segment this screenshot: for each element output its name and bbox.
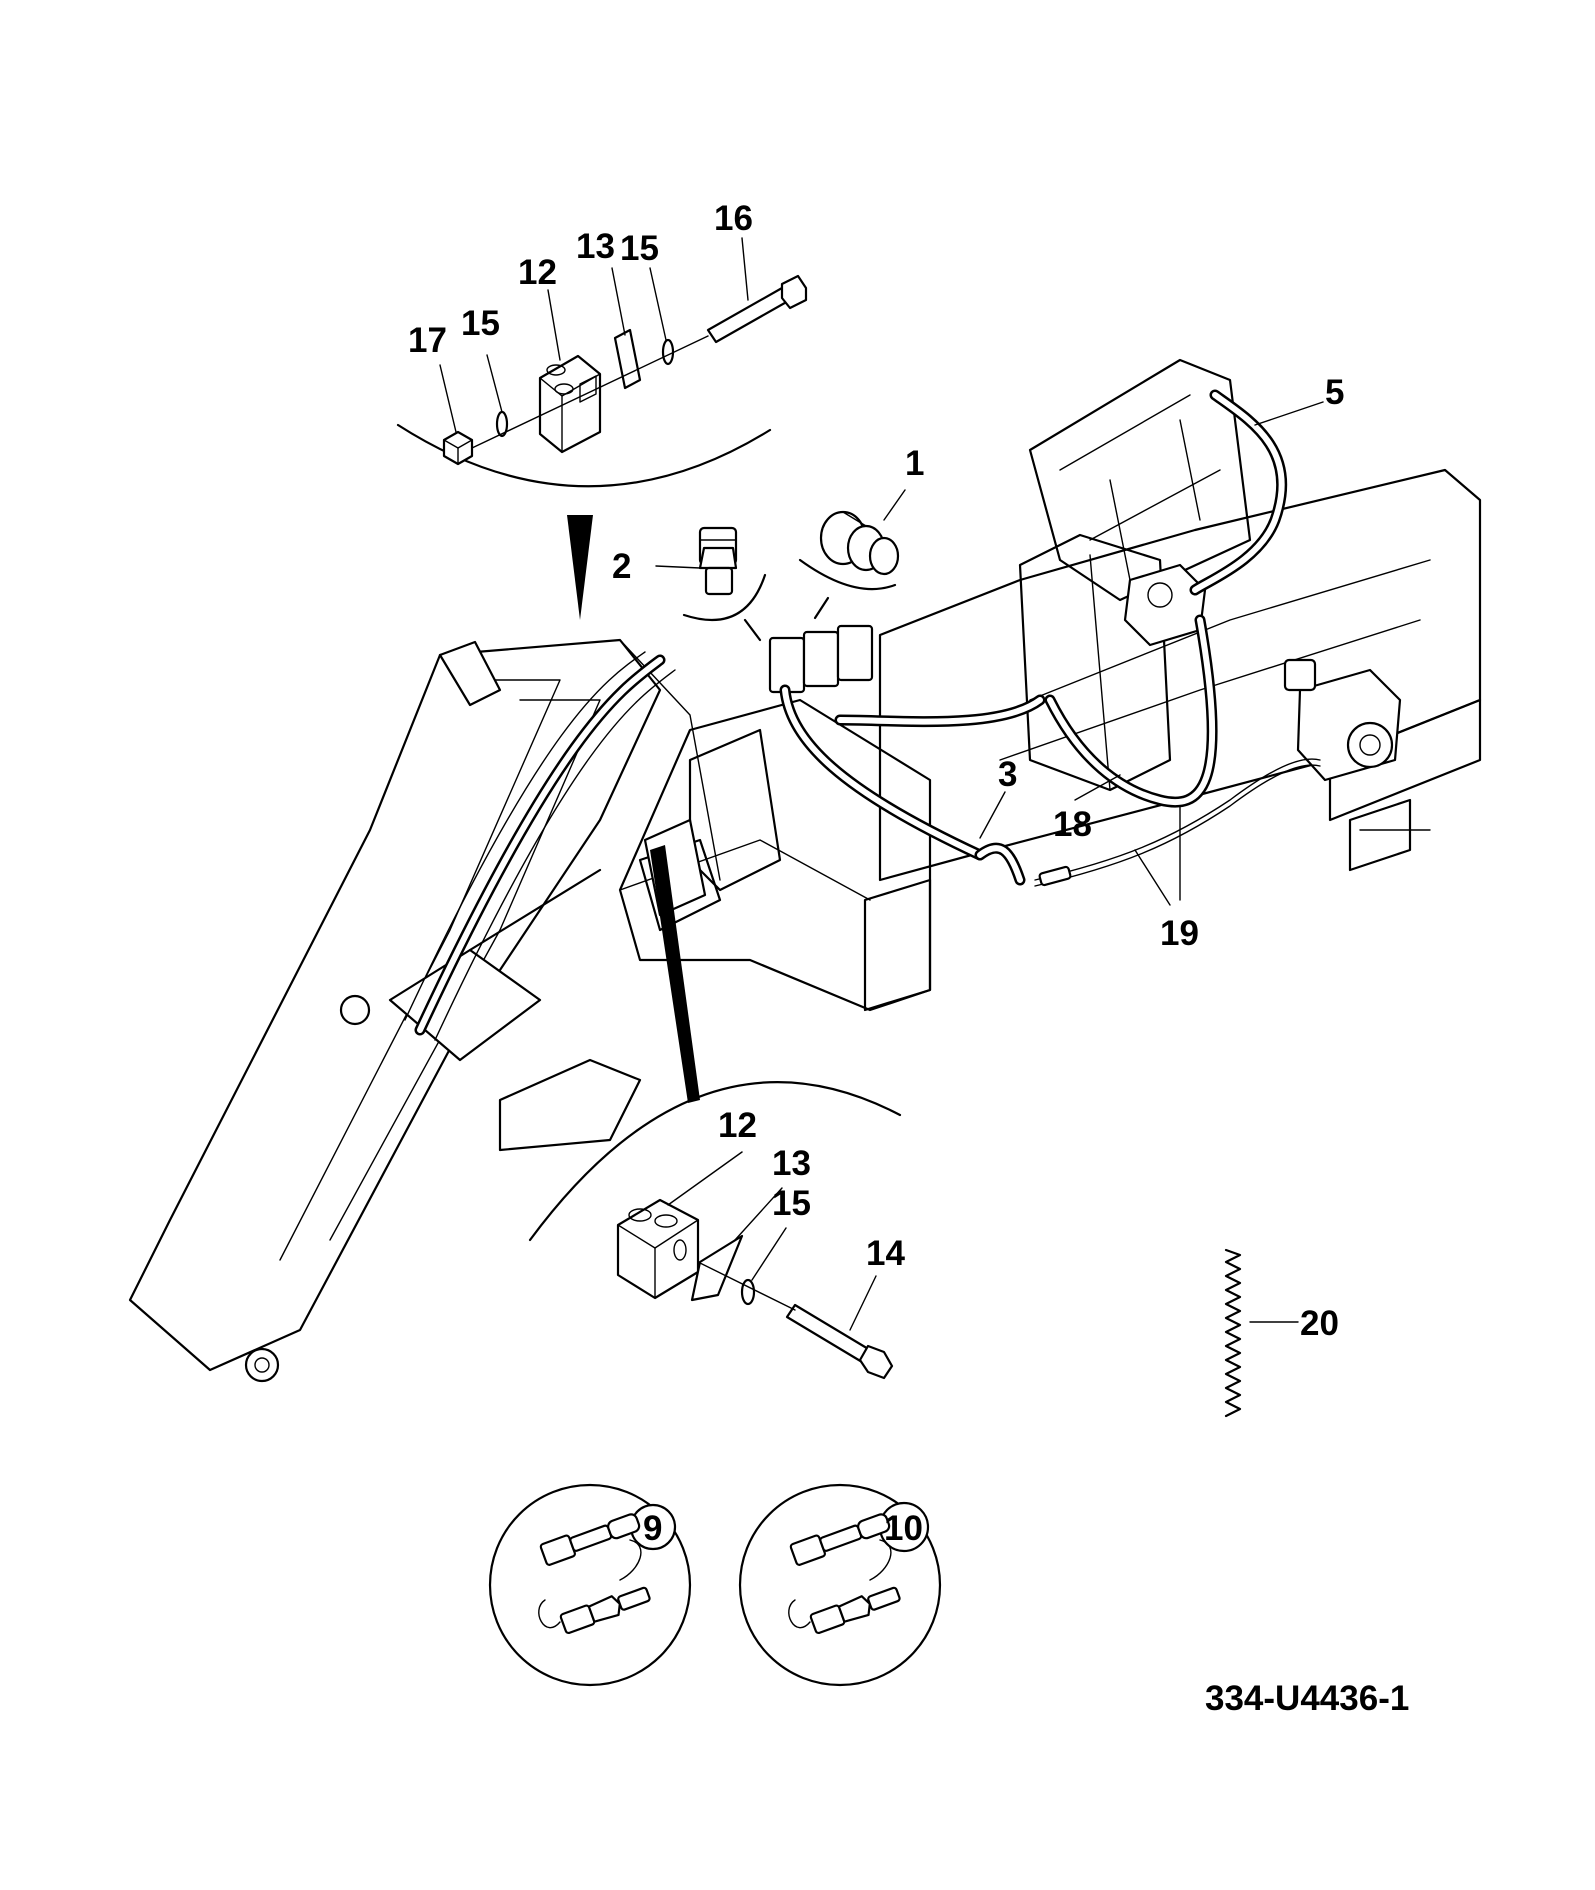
callout-18: 18 xyxy=(1053,805,1092,844)
work-light-left xyxy=(438,640,502,707)
spring-20 xyxy=(1224,1248,1299,1418)
bottom-detail-view xyxy=(528,845,902,1380)
callout-labels: 1 2 3 5 9 10 12 13 15 15 16 17 12 13 15 … xyxy=(408,199,1344,1548)
hose-19 xyxy=(1034,758,1321,881)
callout-15-top-left: 15 xyxy=(461,304,500,343)
callout-16: 16 xyxy=(714,199,753,238)
hoses xyxy=(779,389,1321,887)
drawing-reference: 334-U4436-1 xyxy=(1205,1679,1409,1718)
callout-13-top: 13 xyxy=(576,227,615,266)
tank-block xyxy=(1018,533,1172,792)
kit-9 xyxy=(488,1483,692,1687)
leader-18 xyxy=(1074,774,1121,801)
valve-bank xyxy=(768,624,874,694)
detail-pointer-bottom xyxy=(650,845,700,1103)
detail-arc-bottom xyxy=(528,1080,902,1242)
leader-14 xyxy=(849,1275,877,1331)
valve-assembly-right xyxy=(1283,658,1402,782)
axis-line-bottom xyxy=(697,1261,796,1311)
bolt-14 xyxy=(785,1303,894,1380)
leader-2 xyxy=(655,565,701,569)
leader-1 xyxy=(883,489,906,521)
machine-assembly xyxy=(128,358,1482,1383)
callout-15-bottom: 15 xyxy=(772,1184,811,1223)
valve-centre xyxy=(1123,563,1207,647)
washer-15-bottom xyxy=(740,1278,756,1306)
plate-13-bottom xyxy=(690,1234,744,1302)
leader-5 xyxy=(1254,401,1324,426)
callout-12-bottom: 12 xyxy=(718,1106,757,1145)
leader-19 xyxy=(1134,849,1171,906)
pointer-1 xyxy=(813,596,830,620)
callout-14: 14 xyxy=(866,1234,905,1273)
callout-3: 3 xyxy=(998,755,1017,794)
fittings-detail xyxy=(655,489,906,642)
fitting-1 xyxy=(819,510,900,576)
top-detail-view xyxy=(396,237,808,620)
callout-12-top: 12 xyxy=(518,253,557,292)
pointer-2 xyxy=(743,618,762,642)
main-leaders xyxy=(979,401,1324,906)
callout-10: 10 xyxy=(884,1509,923,1548)
callout-1: 1 xyxy=(905,444,924,483)
leader-16 xyxy=(741,237,749,301)
hose-18 xyxy=(1044,614,1218,808)
leader-3 xyxy=(979,791,1006,839)
detail-arc-1 xyxy=(798,558,897,591)
kit-10 xyxy=(738,1483,942,1687)
leader-12a xyxy=(547,289,561,361)
boom-cylinder xyxy=(388,948,542,1062)
washer-15-right xyxy=(661,338,675,366)
bolt-16 xyxy=(706,274,808,344)
clamp-block-12-top xyxy=(538,354,602,454)
callout-20: 20 xyxy=(1300,1304,1339,1343)
callout-15-top-right: 15 xyxy=(620,229,659,268)
callout-13-bottom: 13 xyxy=(772,1144,811,1183)
upper-panel xyxy=(1028,358,1252,602)
nut-17 xyxy=(442,430,474,466)
leader-17 xyxy=(439,364,457,433)
hose-3-lower xyxy=(779,684,986,861)
leader-13a xyxy=(611,267,626,336)
callout-5: 5 xyxy=(1325,373,1344,412)
callout-17: 17 xyxy=(408,321,447,360)
leader-12b xyxy=(667,1151,743,1206)
front-frame xyxy=(618,698,932,1012)
leader-15a xyxy=(486,354,503,413)
plate-13-top xyxy=(613,328,642,390)
axis-line-top xyxy=(471,335,709,449)
callout-9: 9 xyxy=(643,1509,662,1548)
detail-pointer-top xyxy=(567,515,593,620)
fitting-2 xyxy=(698,526,738,596)
leader-13b xyxy=(734,1187,783,1241)
leader-15b xyxy=(649,267,667,341)
lower-plate xyxy=(498,1058,642,1152)
detail-arc-2 xyxy=(682,573,767,622)
callout-19: 19 xyxy=(1160,914,1199,953)
callout-2: 2 xyxy=(612,547,631,586)
clamp-block-12-bottom xyxy=(616,1198,700,1300)
leader-15c xyxy=(751,1227,787,1281)
